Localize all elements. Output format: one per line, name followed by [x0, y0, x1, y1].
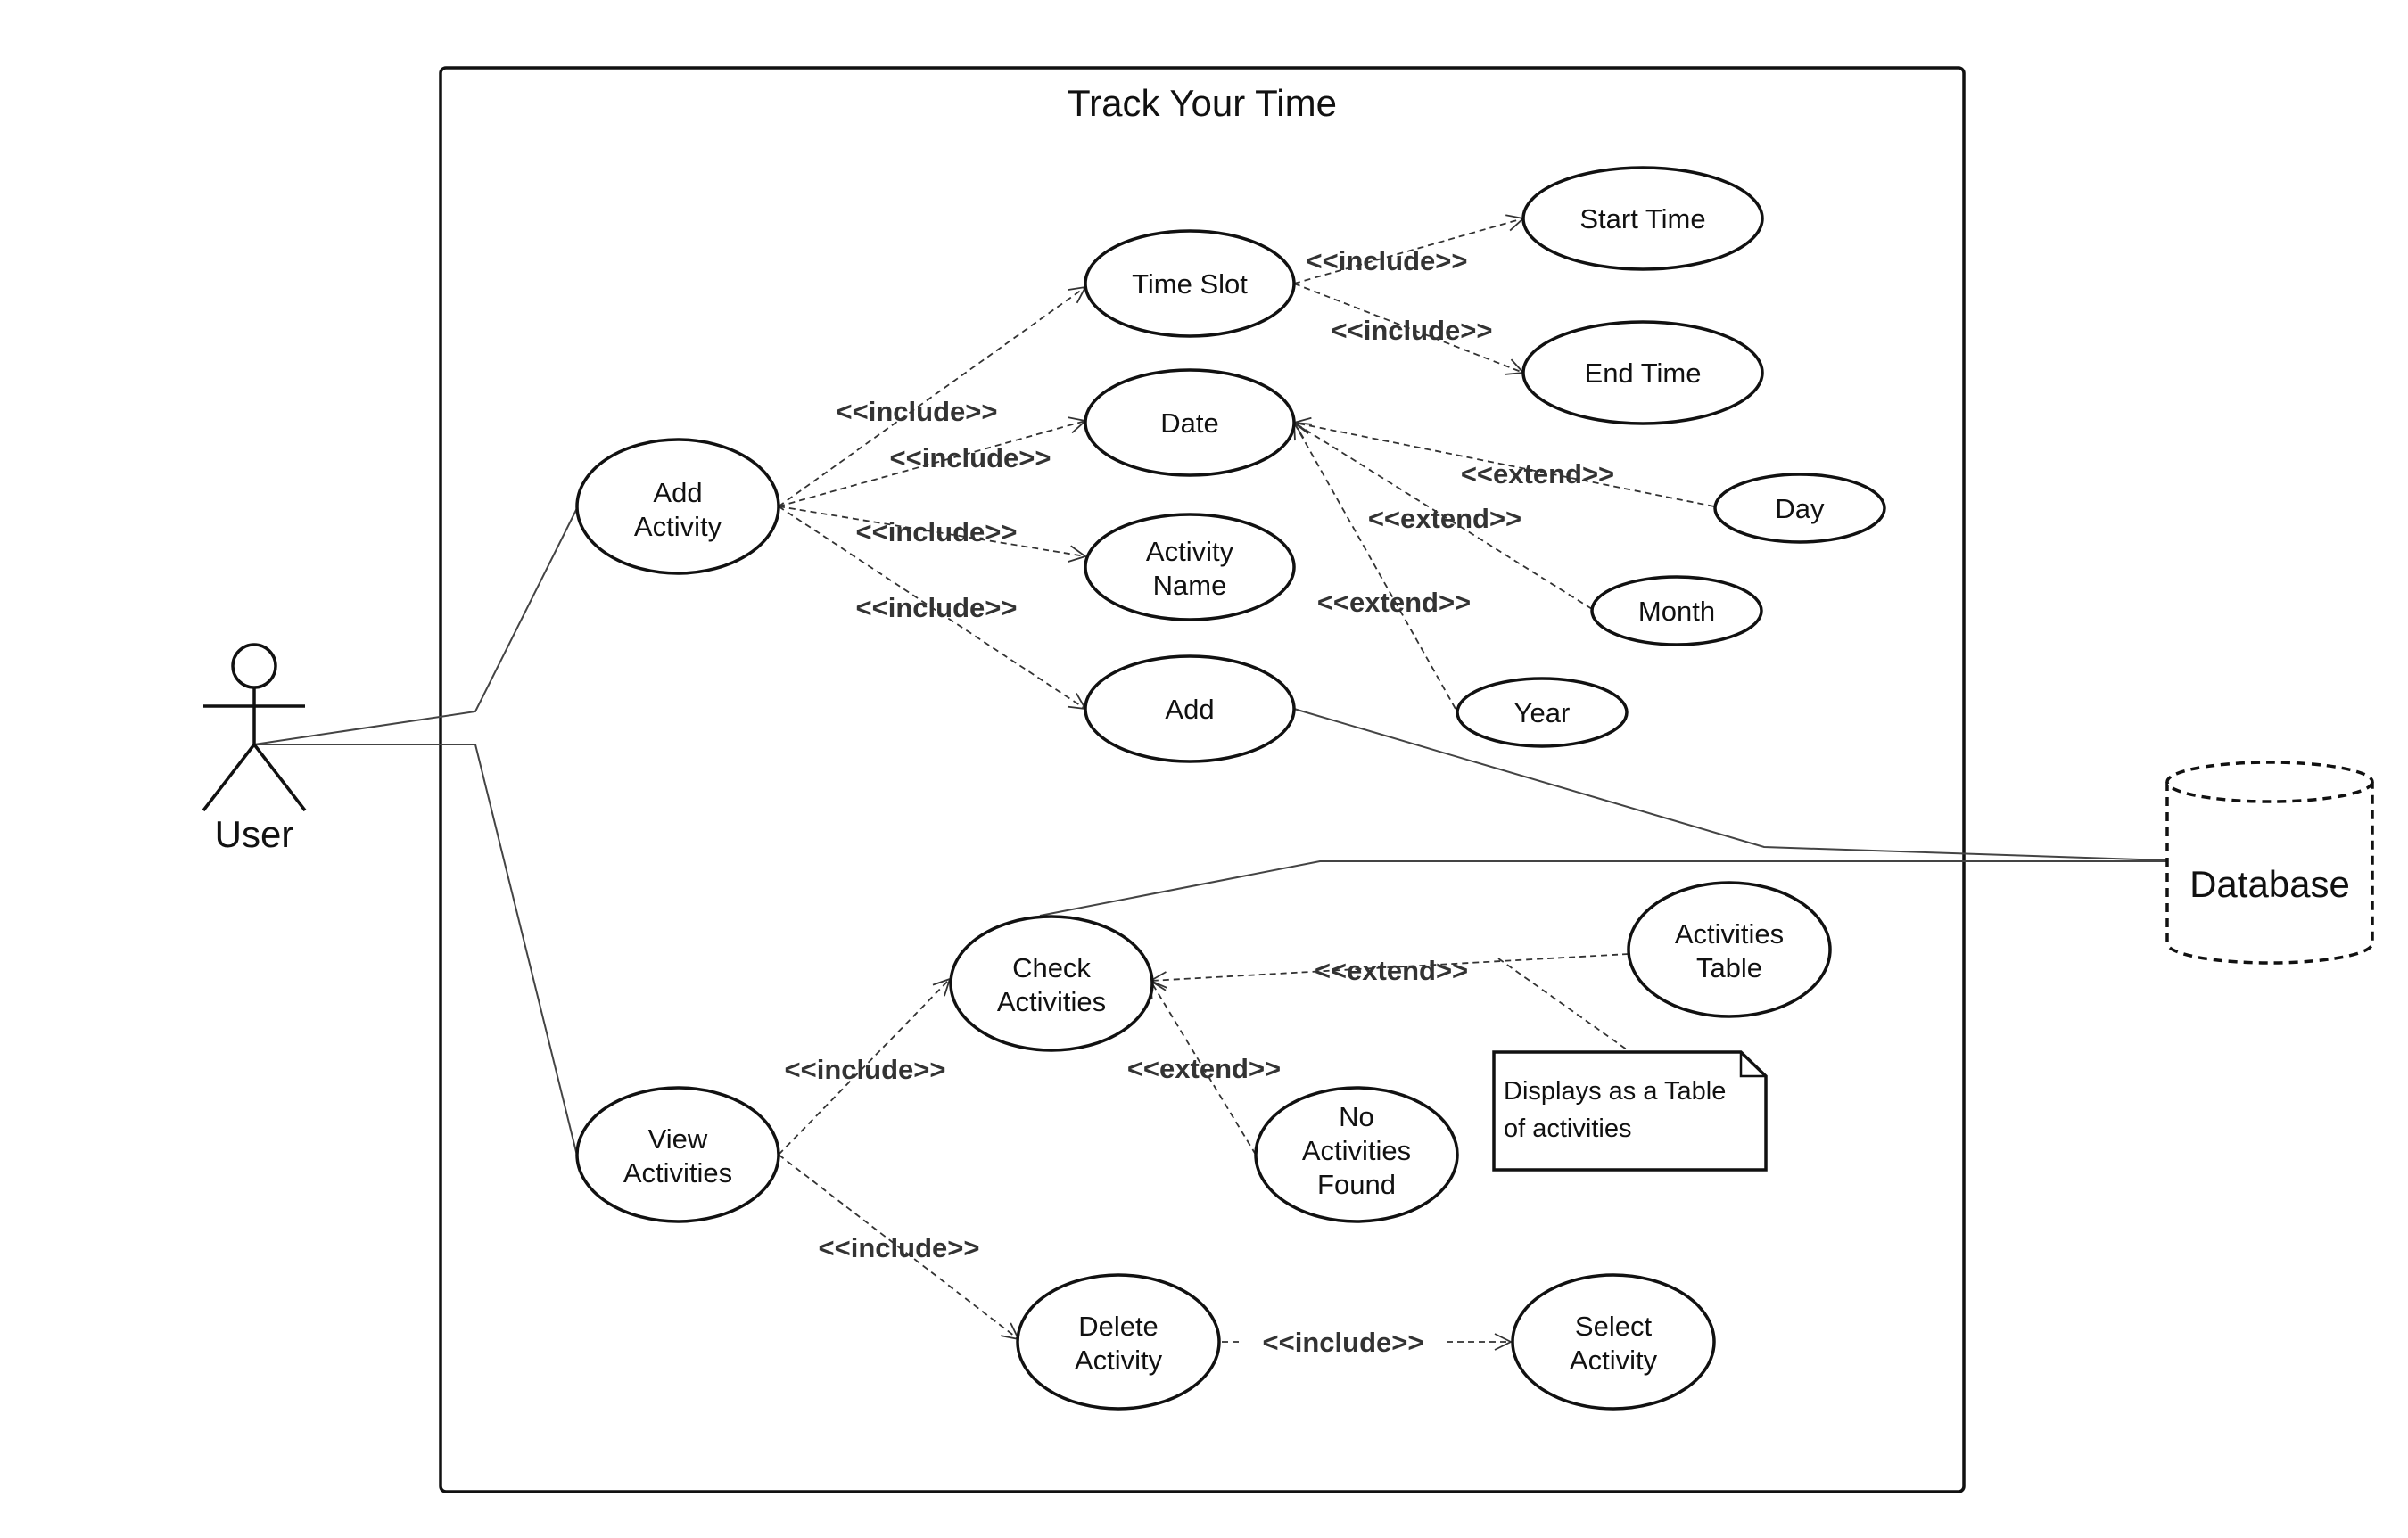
include-timeslot-starttime: [1293, 218, 1523, 284]
database-top: [2165, 761, 2374, 803]
usecase-date-label: Date: [1160, 407, 1218, 439]
extend-year-date: [1294, 423, 1456, 710]
assoc-user-add-activity: [253, 506, 579, 745]
usecase-check-activities-label-2: Activities: [997, 986, 1106, 1017]
include-view-delete: [778, 1154, 1018, 1339]
usecase-year-label: Year: [1514, 697, 1571, 728]
actor-head: [231, 643, 277, 689]
label-include-8: <<include>>: [819, 1232, 980, 1263]
usecase-select-activity-label-2: Activity: [1570, 1345, 1658, 1376]
label-include-2: <<include>>: [890, 442, 1051, 473]
label-extend-5: <<extend>>: [1127, 1053, 1281, 1084]
assoc-check-database: [1039, 860, 2167, 917]
usecase-add: [1084, 654, 1296, 763]
database-body: [2165, 782, 2374, 965]
usecase-add-activity-label-1: Add: [653, 477, 702, 508]
system-boundary: [439, 66, 1966, 1493]
usecase-delete-activity-label-1: Delete: [1078, 1311, 1159, 1342]
usecase-activities-table: [1627, 881, 1832, 1018]
note: Displays as a Table of activities: [1492, 1050, 1768, 1172]
usecase-activity-name-label-2: Name: [1153, 570, 1227, 601]
extend-month-date: [1294, 423, 1593, 610]
usecase-month-label: Month: [1638, 596, 1715, 627]
usecase-date: [1084, 368, 1296, 477]
system-title: Track Your Time: [1068, 82, 1337, 124]
usecase-end-time-label: End Time: [1585, 358, 1702, 389]
usecase-time-slot-label: Time Slot: [1132, 268, 1248, 300]
usecase-no-activities-found-label-3: Found: [1317, 1169, 1396, 1200]
usecase-add-activity-label-2: Activity: [634, 511, 722, 542]
usecase-day-label: Day: [1775, 493, 1825, 524]
label-include-6: <<include>>: [1332, 315, 1493, 346]
usecase-check-activities-label-1: Check: [1012, 952, 1091, 983]
label-include-5: <<include>>: [1307, 245, 1468, 276]
include-addactivity-add: [778, 506, 1085, 709]
label-extend-2: <<extend>>: [1368, 503, 1521, 534]
usecase-day: [1713, 473, 1886, 544]
note-line-2: of activities: [1504, 1114, 1631, 1143]
usecase-select-activity-label-1: Select: [1575, 1311, 1653, 1342]
label-include-4: <<include>>: [856, 592, 1018, 623]
label-include-1: <<include>>: [837, 396, 998, 427]
usecase-select-activity: [1511, 1273, 1716, 1411]
assoc-add-database: [1293, 708, 2168, 861]
usecase-no-activities-found-label-2: Activities: [1302, 1135, 1411, 1166]
usecase-delete-activity: [1016, 1273, 1221, 1411]
usecase-view-activities: [575, 1086, 780, 1223]
associations: [253, 506, 2168, 1160]
note-anchor: [1497, 958, 1631, 1053]
usecase-end-time: [1521, 320, 1764, 425]
note-shape: [1492, 1050, 1768, 1172]
include-view-check: [778, 979, 950, 1156]
include-addactivity-timeslot: [778, 287, 1085, 507]
actor-database: [2165, 761, 2374, 965]
include-addactivity-activityname: [778, 506, 1085, 556]
actor-user: [202, 643, 307, 812]
usecase-month: [1590, 575, 1763, 646]
usecase-no-activities-found: [1254, 1086, 1459, 1223]
database-label: Database: [2189, 863, 2350, 905]
usecase-activity-name: [1084, 513, 1296, 621]
usecase-year: [1456, 677, 1629, 748]
label-include-3: <<include>>: [856, 516, 1018, 547]
usecase-start-time-label: Start Time: [1579, 203, 1705, 234]
note-line-1: Displays as a Table: [1504, 1077, 1726, 1106]
usecase-view-activities-label-1: View: [648, 1123, 708, 1155]
usecase-no-activities-found-label-1: No: [1339, 1101, 1374, 1132]
label-extend-1: <<extend>>: [1461, 458, 1614, 489]
extend-table-check: [1150, 953, 1629, 981]
usecase-add-label: Add: [1165, 694, 1214, 725]
actor-user-label: User: [215, 813, 294, 855]
usecase-delete-activity-label-2: Activity: [1075, 1345, 1163, 1376]
usecase-time-slot: [1084, 229, 1296, 338]
label-include-7: <<include>>: [785, 1054, 946, 1085]
usecase-activity-name-label-1: Activity: [1146, 536, 1234, 567]
usecase-check-activities: [949, 915, 1154, 1052]
note-fold: [1739, 1052, 1766, 1078]
extend-nofound-check: [1150, 981, 1257, 1156]
label-include-9: <<include>>: [1263, 1327, 1424, 1358]
extend-day-date: [1294, 423, 1715, 507]
usecase-start-time: [1521, 166, 1764, 271]
assoc-user-view-activities: [254, 744, 579, 1160]
include-timeslot-endtime: [1293, 283, 1523, 373]
stereotype-labels: <<include>> <<include>> <<include>> <<in…: [785, 245, 1614, 1358]
usecase-activities-table-label-2: Table: [1696, 952, 1762, 983]
usecase-add-activity: [575, 438, 780, 575]
label-extend-3: <<extend>>: [1317, 587, 1471, 618]
usecase-activities-table-label-1: Activities: [1675, 918, 1784, 950]
usecase-view-activities-label-2: Activities: [623, 1157, 732, 1188]
label-extend-4: <<extend>>: [1315, 955, 1468, 986]
